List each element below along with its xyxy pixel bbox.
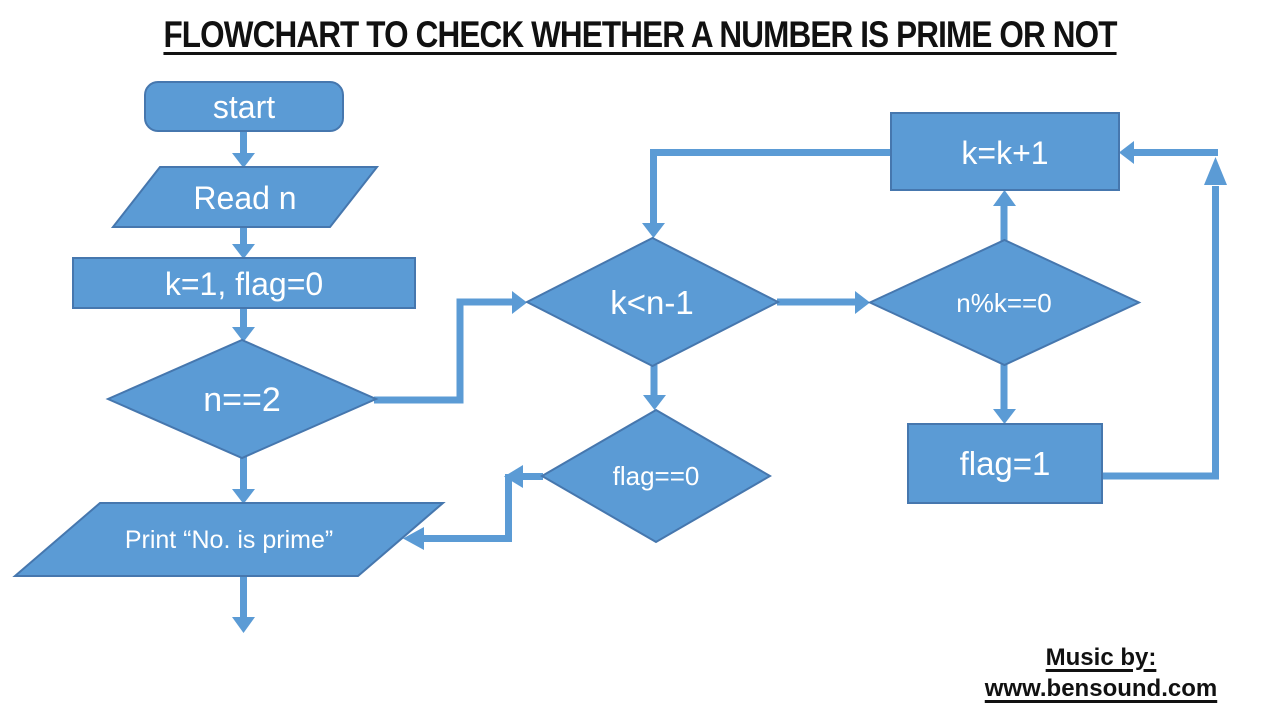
website-line: www.bensound.com [984,675,1218,702]
init-label: k=1, flag=0 [165,266,323,302]
start-terminator-shape [144,81,344,132]
edge-kinc-kltn1 [642,149,891,238]
node-n-eq-2: n==2 [105,338,379,460]
print-prime-label: Print “No. is prime” [125,526,333,554]
edge-start-readn [232,130,255,168]
node-read-n: Read n [110,166,380,228]
node-k-inc: k=k+1 [890,112,1120,191]
flag-check-label: flag==0 [613,461,700,491]
edge-flagcheck-stub [504,465,543,488]
edge-print-end [232,576,255,633]
n-eq-2-decision-shape [105,338,379,460]
read-n-io-shape [110,166,380,228]
read-n-label: Read n [193,180,296,216]
edge-readn-init [232,227,255,259]
node-n-mod-k: n%k==0 [867,238,1142,367]
start-label: start [213,89,275,125]
edge-neq2-kltn1 [374,291,527,404]
edge-nmodk-kinc [993,190,1016,241]
node-flag-check: flag==0 [540,408,772,544]
node-flag-set: flag=1 [907,423,1103,504]
print-prime-io-shape [12,502,446,577]
edge-kltn1-nmodk [777,291,870,314]
edge-flagset-corner [1102,157,1227,480]
flag-set-process-shape [907,423,1103,504]
n-mod-k-decision-shape [867,238,1142,367]
n-eq-2-label: n==2 [203,381,281,419]
edge-kltn1-flagcheck [643,365,666,410]
flag-set-label: flag=1 [960,445,1051,482]
n-mod-k-label: n%k==0 [956,288,1051,318]
page-title: FLOWCHART TO CHECK WHETHER A NUMBER IS P… [96,14,1184,56]
edge-corner-kinc [1119,141,1218,164]
init-process-shape [72,257,416,309]
node-init: k=1, flag=0 [72,257,416,309]
k-inc-process-shape [890,112,1120,191]
node-print-prime: Print “No. is prime” [12,502,446,577]
music-credit: Music by: www.bensound.com [983,642,1219,704]
page-title-text: FLOWCHART TO CHECK WHETHER A NUMBER IS P… [163,14,1117,55]
edge-init-neq2 [232,308,255,342]
node-k-lt-n1: k<n-1 [524,236,781,368]
edge-neq2-print [232,457,255,504]
flag-check-decision-shape [540,408,772,544]
music-by-line: Music by: [1045,644,1157,671]
k-lt-n1-label: k<n-1 [610,284,693,321]
k-lt-n1-decision-shape [524,236,781,368]
node-start: start [144,81,344,132]
k-inc-label: k=k+1 [961,135,1048,171]
edge-stub-print [403,474,512,550]
edge-nmodk-flagset [993,364,1016,424]
